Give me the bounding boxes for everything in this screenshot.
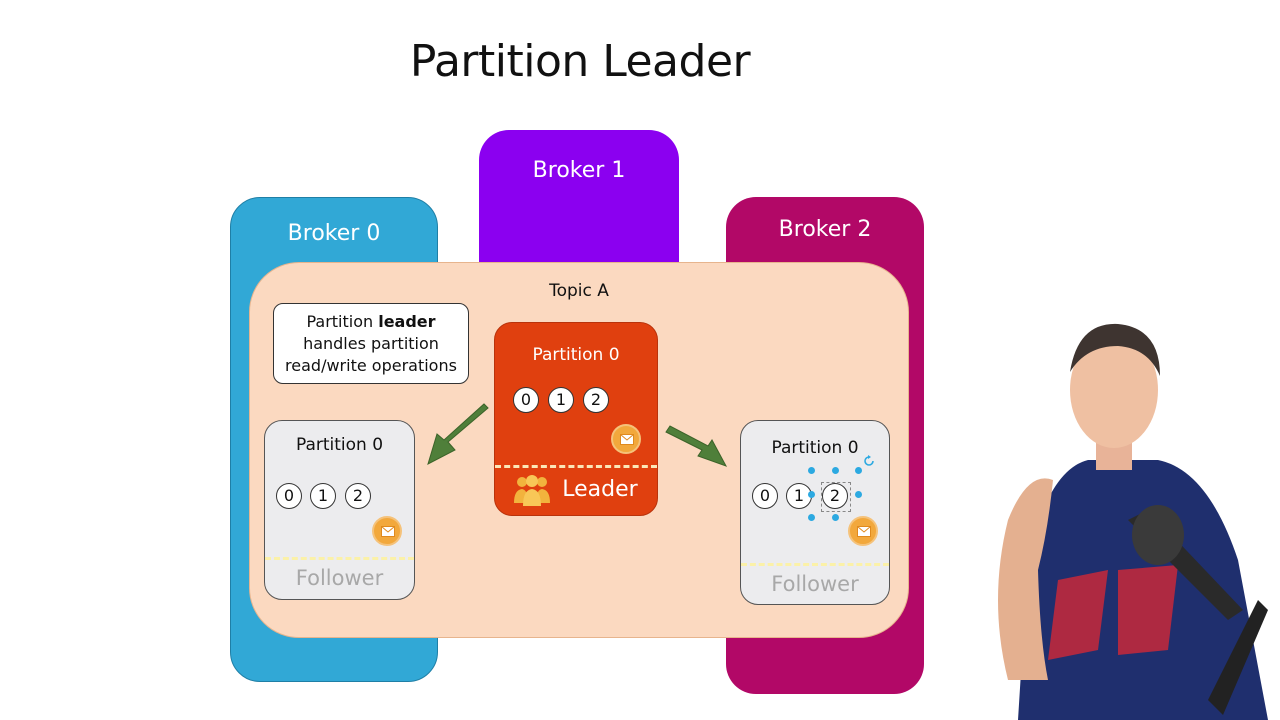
partition-title: Partition 0 (771, 438, 859, 458)
follower-partition: Partition 0 0 1 2 Follower (264, 420, 415, 600)
role-label: Follower (295, 566, 384, 590)
selection-handle (808, 467, 815, 474)
divider (741, 563, 889, 566)
selection-handle (808, 491, 815, 498)
selection-handle (832, 514, 839, 521)
arrow-right-down-icon (665, 425, 728, 467)
broker-label: Broker 0 (287, 221, 381, 246)
partition-title: Partition 0 (295, 435, 384, 455)
note-line3: read/write operations (285, 356, 457, 375)
offset-circle: 1 (786, 483, 812, 509)
offset-circle: 1 (548, 387, 574, 413)
page-title: Partition Leader (409, 36, 751, 87)
leader-partition: Partition 0 0 1 2 Leader (494, 322, 658, 516)
offset-circle: 2 (345, 483, 371, 509)
presenter-video (998, 323, 1268, 720)
offset-circle: 0 (513, 387, 539, 413)
selection-handle (855, 491, 862, 498)
follower-partition: Partition 0 0 1 2 Follower (740, 420, 890, 605)
broker-label: Broker 1 (532, 158, 626, 183)
envelope-icon (848, 516, 878, 546)
offset-circle: 0 (752, 483, 778, 509)
divider (495, 465, 657, 468)
envelope-icon (372, 516, 402, 546)
divider (265, 557, 414, 560)
role-label: Follower (771, 572, 859, 596)
envelope-icon (611, 424, 641, 454)
users-icon (513, 473, 551, 507)
role-label: Leader (562, 477, 638, 502)
selection-handle (832, 467, 839, 474)
offset-circle: 2 (822, 483, 848, 509)
topic-label: Topic A (549, 281, 609, 301)
broker-label: Broker 2 (778, 217, 872, 242)
selection-box (821, 482, 851, 512)
note-box: Partition leader handles partition read/… (273, 303, 469, 384)
partition-title: Partition 0 (532, 345, 620, 365)
offset-circle: 0 (276, 483, 302, 509)
refresh-icon (863, 452, 875, 466)
offset-circle: 2 (583, 387, 609, 413)
selection-handle (808, 514, 815, 521)
arrow-left-down-icon (427, 403, 489, 465)
note-line2: handles partition (303, 334, 439, 353)
note-bold: leader (378, 312, 436, 331)
offset-circle: 1 (310, 483, 336, 509)
selection-handle (855, 467, 862, 474)
note-prefix: Partition (306, 312, 379, 331)
